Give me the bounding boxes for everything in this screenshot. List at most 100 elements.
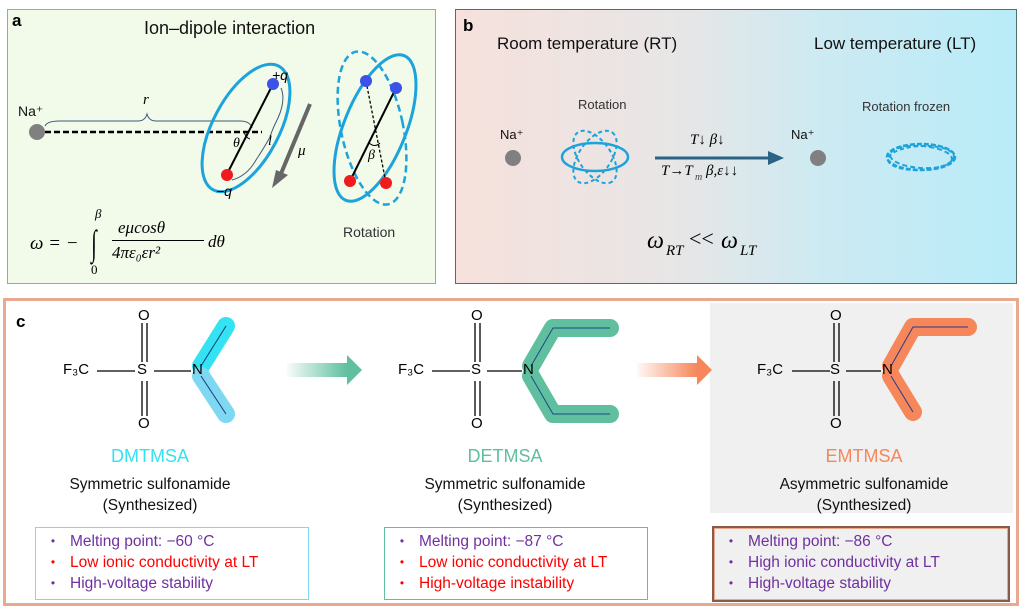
rt-ellipse-dashed-1 — [572, 129, 618, 185]
detmsa-ethyl-highlight-2 — [522, 367, 619, 423]
negative-charge — [221, 169, 233, 181]
emtmsa-note: (Synthesized) — [816, 497, 912, 514]
na-ion-rt — [505, 150, 521, 166]
detmsa-ethyl-highlight-1 — [522, 319, 619, 375]
dmtmsa-o-top-label: O — [138, 307, 150, 324]
arrow-2-shaft — [637, 363, 697, 377]
property-row: • Melting point: −60 °C — [36, 531, 308, 552]
na-ion-label-rt: Na⁺ — [500, 127, 524, 142]
temperature-diagram — [505, 129, 957, 185]
dipole-rod — [226, 83, 274, 175]
rotation-label: Rotation — [343, 224, 396, 240]
property-text: Melting point: −87 °C — [419, 533, 564, 550]
rotation-label-rt: Rotation — [578, 97, 627, 112]
fraction-bar — [112, 240, 204, 241]
rotation-frozen-label: Rotation frozen — [862, 99, 951, 114]
molecule-structures — [97, 317, 977, 423]
equation-numerator: eμcosθ — [118, 218, 166, 237]
l-brace — [231, 87, 284, 181]
dmtmsa-type: Symmetric sulfonamide — [69, 476, 231, 493]
emtmsa-name: EMTMSA — [825, 446, 903, 466]
theta-arc — [243, 131, 251, 140]
mu-label: μ — [298, 143, 306, 159]
positive-charge — [267, 78, 279, 90]
detmsa-properties: • Melting point: −87 °C • Low ionic conduc… — [384, 527, 648, 600]
detmsa-o-bottom-label: O — [471, 415, 483, 432]
plus-q-label: +q — [272, 67, 288, 83]
dmtmsa-name: DMTMSA — [111, 446, 189, 466]
bullet-icon: • — [399, 534, 405, 548]
bullet-icon: • — [728, 576, 734, 590]
relation-operator: << — [689, 226, 714, 251]
dmtmsa-methyl-bond-2 — [200, 375, 227, 415]
lt-ellipse-3 — [887, 144, 955, 172]
bullet-icon: • — [50, 555, 56, 569]
rotation-ellipse-dashed — [336, 50, 408, 206]
omega-lt-sub: LT — [740, 243, 757, 259]
theta-label: θ — [233, 136, 240, 151]
panel-b-label: b — [463, 16, 474, 35]
omega-rt: ω — [647, 228, 664, 254]
panel-c-label: c — [16, 312, 26, 331]
positive-charge-1 — [360, 75, 372, 87]
emtmsa-cf3-label: F₃C — [757, 361, 784, 378]
property-text: Melting point: −86 °C — [748, 533, 893, 550]
rotation-rod-dashed — [365, 80, 387, 184]
emtmsa-ethyl-bond — [890, 326, 968, 367]
emtmsa-o-bottom-label: O — [830, 415, 842, 432]
arrow-bottom-subscript: m — [695, 172, 703, 183]
minus-q-label: −q — [216, 183, 232, 199]
beta-label: β — [368, 148, 375, 163]
property-row: • High-voltage stability — [714, 573, 1008, 594]
rt-ellipse-dashed-2 — [572, 129, 618, 185]
property-row: •High-voltage instability — [385, 573, 647, 594]
bullet-icon: • — [399, 555, 405, 569]
property-text: High-voltage stability — [748, 575, 892, 592]
integral-upper: β — [95, 206, 102, 221]
na-ion-lt — [810, 150, 826, 166]
detmsa-name: DETMSA — [467, 446, 543, 466]
equation-differential: dθ — [208, 232, 225, 251]
detmsa-type: Symmetric sulfonamide — [424, 476, 586, 493]
ion-dipole-diagram — [29, 50, 418, 206]
property-text: Low ionic conductivity at LT — [419, 554, 608, 571]
emtmsa-o-top-label: O — [830, 307, 842, 324]
equation-lhs: ω = − — [30, 233, 79, 254]
detmsa-ethyl-bond-1 — [530, 327, 610, 367]
arrow-1-shaft — [287, 363, 347, 377]
rt-ellipse-solid — [560, 141, 630, 173]
property-row: • High ionic conductivity at LT — [714, 552, 1008, 573]
property-row: • High-voltage stability — [36, 573, 308, 594]
property-text: Melting point: −60 °C — [70, 533, 215, 550]
positive-charge-2 — [390, 82, 402, 94]
detmsa-cf3-label: F₃C — [398, 361, 425, 378]
detmsa-ethyl-bond-2 — [530, 375, 610, 415]
arrow-bottom-right-text: β,ε↓↓ — [706, 163, 739, 179]
negative-charge-2 — [380, 177, 392, 189]
bullet-icon: • — [728, 555, 734, 569]
dmtmsa-cf3-label: F₃C — [63, 361, 90, 378]
arrow-2-head — [697, 355, 712, 385]
property-row: • Low ionic conductivity at LT — [385, 552, 647, 573]
lt-title: Low temperature (LT) — [814, 34, 977, 53]
emtmsa-highlight-background — [710, 303, 1013, 513]
panel-a — [7, 9, 436, 284]
detmsa-o-top-label: O — [471, 307, 483, 324]
arrow-1-head — [347, 355, 362, 385]
property-row: •Low ionic conductivity at LT — [36, 552, 308, 573]
property-text: High ionic conductivity at LT — [748, 554, 940, 571]
bullet-icon: • — [50, 534, 56, 548]
property-text: High-voltage stability — [70, 575, 214, 592]
process-arrowhead — [768, 151, 784, 165]
equation-denominator: 4πε₀εr² — [112, 243, 161, 262]
r-label: r — [143, 92, 149, 108]
bullet-icon: • — [50, 576, 56, 590]
panel-a-label: a — [12, 11, 22, 30]
dmtmsa-note: (Synthesized) — [102, 497, 198, 514]
emtmsa-methyl-bond — [890, 375, 914, 413]
omega-rt-sub: RT — [666, 243, 684, 259]
beta-arc — [368, 142, 381, 146]
na-ion — [29, 124, 45, 140]
rotation-rod — [349, 87, 397, 182]
integral-lower: 0 — [91, 262, 98, 277]
